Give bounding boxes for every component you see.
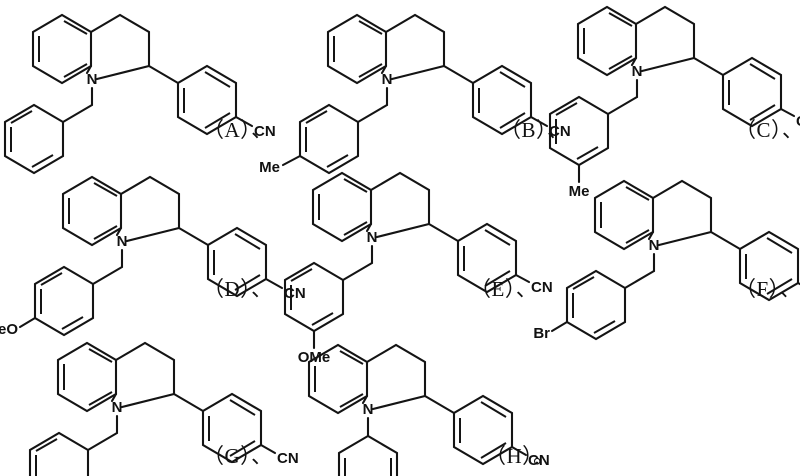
- B-methyl-label: Me: [259, 159, 280, 176]
- D-methoxy-label: MeO: [0, 321, 18, 338]
- F-bromo-bond: [550, 320, 569, 333]
- G-nitrile: [259, 443, 277, 455]
- G-nitrogen: N: [112, 399, 123, 416]
- H-saturated-ring: [361, 343, 427, 411]
- C-saturated-ring: [630, 5, 696, 73]
- C-cyanophenyl-ring: [692, 56, 783, 128]
- G-benzo-ring: [56, 341, 118, 413]
- C-nitrile: [779, 107, 796, 118]
- B-benzyl-linker: [356, 86, 389, 124]
- C-benzo-ring: [576, 5, 638, 77]
- G-nitrile-label: CN: [277, 450, 299, 467]
- C-nitrile-label: CN: [796, 113, 800, 130]
- structure-G-group: N Cl: [28, 341, 299, 476]
- E-benzyl-ring: [283, 261, 345, 333]
- B-benzyl-ring: [298, 103, 360, 175]
- C-methyl-label: Me: [569, 183, 590, 200]
- A-nitrile: [234, 115, 254, 128]
- B-nitrile: [529, 115, 549, 128]
- structure-H-group: N CN: [307, 343, 550, 476]
- structure-B-group: N Me: [259, 13, 571, 176]
- B-saturated-ring: [380, 13, 446, 81]
- F-benzyl-linker: [623, 252, 656, 290]
- G-benzyl-linker: [86, 414, 119, 452]
- structure-E-group: N OMe: [283, 171, 553, 366]
- G-benzyl-ring: [28, 431, 90, 476]
- E-nitrogen: N: [367, 229, 378, 246]
- structure-A-group: N: [3, 13, 276, 175]
- F-cyanophenyl-ring: [709, 230, 800, 302]
- label-G: （G）、: [203, 444, 273, 468]
- B-methyl-bond: [281, 154, 302, 167]
- structure-D-group: N MeO: [0, 175, 306, 338]
- E-cyanophenyl-ring: [427, 222, 518, 294]
- A-benzyl-linker: [61, 86, 94, 124]
- D-benzyl-ring: [33, 265, 95, 337]
- B-benzo-ring: [326, 13, 388, 85]
- H-cyanophenyl-ring: [423, 394, 514, 466]
- A-nitrile-label: CN: [254, 123, 276, 140]
- D-nitrile-label: CN: [284, 285, 306, 302]
- D-benzyl-linker: [91, 248, 124, 286]
- A-nitrogen: N: [87, 71, 98, 88]
- C-benzyl-ring: [548, 95, 610, 167]
- D-nitrile: [264, 277, 284, 290]
- E-benzyl-linker: [341, 244, 374, 282]
- A-cyanophenyl-ring: [147, 64, 238, 136]
- E-saturated-ring: [365, 171, 431, 239]
- F-nitrogen: N: [649, 237, 660, 254]
- E-nitrile-label: CN: [531, 279, 553, 296]
- H-phenyl-ring: [337, 434, 399, 476]
- D-saturated-ring: [115, 175, 181, 243]
- B-nitrogen: N: [382, 71, 393, 88]
- E-nitrile: [514, 273, 531, 284]
- F-bromo-label: Br: [533, 325, 550, 342]
- D-cyanophenyl-ring: [177, 226, 268, 298]
- A-benzyl-ring: [3, 103, 65, 175]
- C-benzyl-linker: [606, 78, 639, 116]
- H-nitrogen: N: [363, 401, 374, 418]
- D-benzo-ring: [61, 175, 123, 247]
- E-benzo-ring: [311, 171, 373, 243]
- A-benzo-ring: [31, 13, 93, 85]
- G-saturated-ring: [110, 341, 176, 409]
- F-benzyl-ring: [565, 269, 627, 341]
- C-nitrogen: N: [632, 63, 643, 80]
- structure-F-group: N Br: [533, 179, 800, 342]
- B-cyanophenyl-ring: [442, 64, 533, 136]
- F-saturated-ring: [647, 179, 713, 247]
- structure-C-group: N Me: [548, 5, 800, 200]
- H-nitrile-label: CN: [528, 452, 550, 469]
- D-methoxy-bond: [18, 316, 37, 329]
- B-nitrile-label: CN: [549, 123, 571, 140]
- G-cyanophenyl-ring: [172, 392, 263, 464]
- A-saturated-ring: [85, 13, 151, 81]
- D-nitrogen: N: [117, 233, 128, 250]
- H-nitrile: [510, 445, 528, 457]
- F-benzo-ring: [593, 179, 655, 251]
